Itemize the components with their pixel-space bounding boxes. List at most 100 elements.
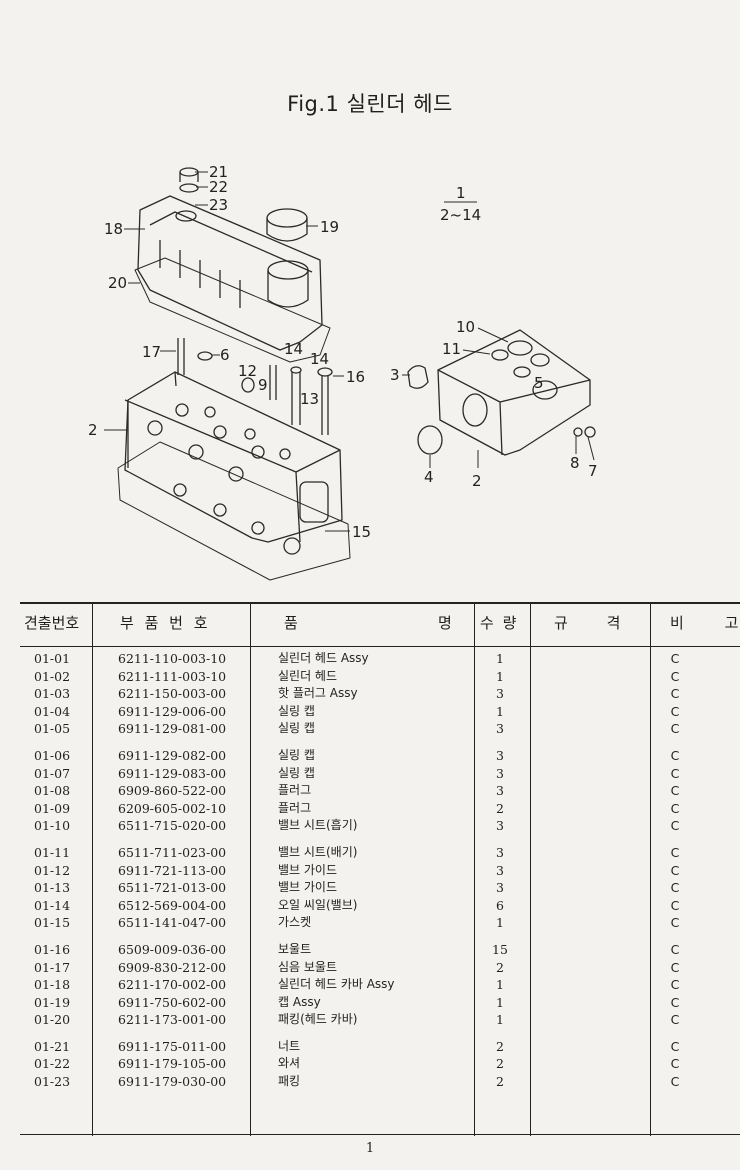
part-name-cell: 플러그: [278, 783, 312, 798]
callout-2-right: 2: [472, 472, 482, 490]
ref-no-cell: 01-04: [34, 703, 71, 719]
qty-cell: 3: [496, 747, 504, 763]
part-no-cell: 6911-129-006-00: [118, 703, 227, 719]
callout-5: 5: [534, 374, 544, 392]
part-no-cell: 6911-129-083-00: [118, 765, 227, 781]
note-cell: C: [670, 818, 680, 834]
note-cell: C: [670, 1074, 680, 1090]
ref-no-cell: 01-22: [34, 1056, 71, 1072]
header-name-right: 명: [438, 614, 452, 632]
qty-cell: 3: [496, 844, 504, 860]
ref-no-cell: 01-11: [34, 844, 71, 860]
part-name-cell: 실링 캡: [278, 703, 315, 718]
callout-12: 12: [238, 362, 257, 380]
qty-cell: 3: [496, 880, 504, 896]
ref-no-cell: 01-05: [34, 721, 71, 737]
callout-10: 10: [456, 318, 475, 336]
part-name-cell: 밸브 가이드: [278, 880, 338, 895]
part-no-cell: 6909-830-212-00: [118, 959, 227, 975]
part-name-cell: 오일 씨일(밸브): [278, 897, 358, 912]
column-divider: [650, 602, 651, 1136]
part-name-cell: 너트: [278, 1038, 301, 1053]
exploded-view-diagram: 21 22 23 18 19 20 17 6 14 14 12 9 16 13 …: [0, 150, 740, 590]
part-no-cell: 6211-111-003-10: [118, 668, 227, 684]
part-name-cell: 실링 캡: [278, 765, 315, 780]
qty-cell: 1: [496, 651, 504, 666]
note-cell: C: [670, 721, 680, 737]
part-name-cell: 핫 플러그 Assy: [278, 686, 358, 701]
qty-cell: 1: [496, 994, 504, 1010]
header-spec: 규 격: [554, 614, 621, 632]
callout-3: 3: [390, 366, 400, 384]
qty-cell: 3: [496, 765, 504, 781]
ref-no-cell: 01-15: [34, 915, 71, 931]
part-no-cell: 6211-173-001-00: [118, 1012, 227, 1028]
qty-cell: 2: [496, 1056, 504, 1072]
part-no-cell: 6909-860-522-00: [118, 783, 227, 799]
part-name-cell: 밸브 시트(흡기): [278, 818, 358, 833]
note-cell: C: [670, 862, 680, 878]
qty-cell: 1: [496, 668, 504, 684]
qty-cell: 2: [496, 1074, 504, 1090]
part-no-cell: 6911-129-082-00: [118, 747, 227, 763]
callout-7: 7: [588, 462, 598, 480]
qty-cell: 6: [496, 897, 504, 913]
ref-no-cell: 01-19: [34, 994, 71, 1010]
ref-no-cell: 01-10: [34, 818, 71, 834]
part-no-cell: 6511-141-047-00: [118, 915, 227, 931]
part-name-cell: 패킹(헤드 카바): [278, 1012, 358, 1027]
part-name-cell: 밸브 시트(배기): [278, 844, 358, 859]
callout-23: 23: [209, 196, 228, 214]
part-no-cell: 6211-150-003-00: [118, 686, 227, 702]
ref-no-cell: 01-18: [34, 977, 71, 993]
qty-cell: 3: [496, 862, 504, 878]
note-cell: C: [670, 880, 680, 896]
header-note: 비 고: [670, 614, 739, 632]
part-no-cell: 6911-179-030-00: [118, 1074, 227, 1090]
callout-8: 8: [570, 454, 580, 472]
note-cell: C: [670, 668, 680, 684]
figure-title: Fig.1 실린더 헤드: [287, 92, 453, 116]
callout-2-left: 2: [88, 421, 98, 439]
callout-14a: 14: [284, 340, 303, 358]
part-no-cell: 6911-129-081-00: [118, 721, 227, 737]
part-no-cell: 6211-170-002-00: [118, 977, 227, 993]
qty-cell: 1: [496, 915, 504, 931]
ref-no-cell: 01-09: [34, 800, 71, 816]
note-cell: C: [670, 844, 680, 860]
callout-20: 20: [108, 274, 127, 292]
column-divider: [474, 602, 475, 1136]
header-ref-no: 견출번호: [24, 614, 80, 632]
part-name-cell: 실린더 헤드: [278, 668, 338, 683]
ref-no-cell: 01-17: [34, 959, 71, 975]
ref-no-cell: 01-21: [34, 1038, 71, 1054]
ref-no-cell: 01-03: [34, 686, 71, 702]
part-no-cell: 6911-179-105-00: [118, 1056, 227, 1072]
note-cell: C: [670, 651, 680, 666]
ref-no-cell: 01-23: [34, 1074, 71, 1090]
callout-18: 18: [104, 220, 123, 238]
note-cell: C: [670, 977, 680, 993]
ref-no-cell: 01-20: [34, 1012, 71, 1028]
ref-no-cell: 01-12: [34, 862, 71, 878]
part-name-cell: 실링 캡: [278, 721, 315, 736]
callout-16: 16: [346, 368, 365, 386]
